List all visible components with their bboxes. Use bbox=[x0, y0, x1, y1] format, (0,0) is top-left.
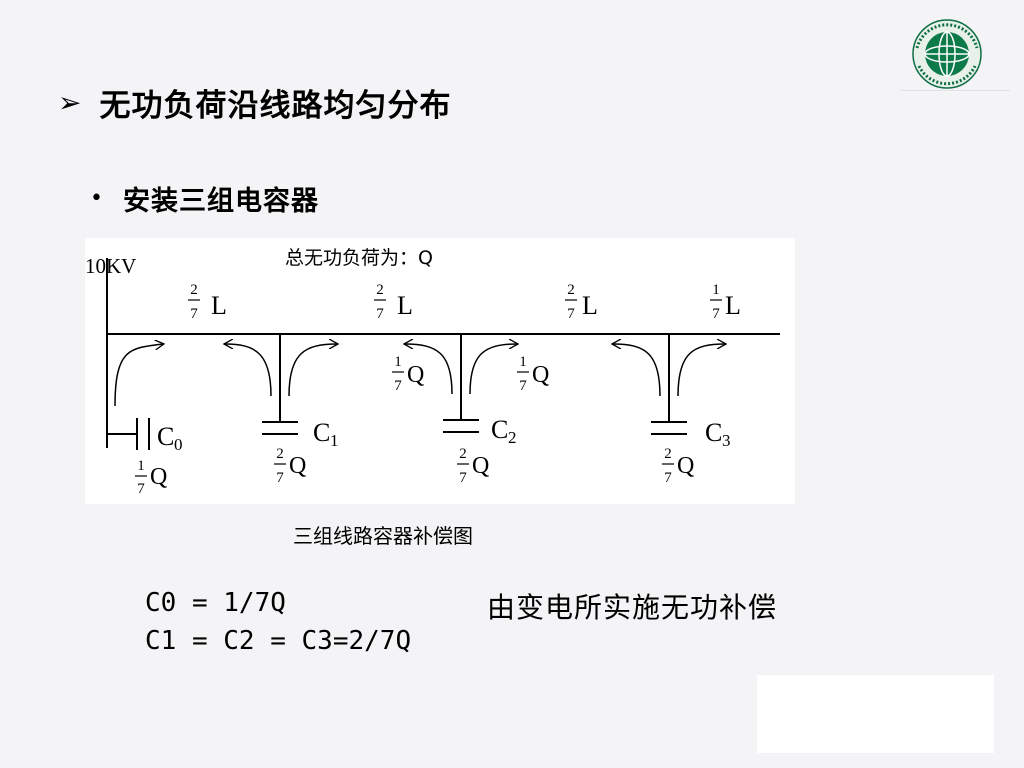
flow-arrow bbox=[677, 344, 725, 397]
svg-text:1: 1 bbox=[712, 282, 720, 298]
svg-text:L: L bbox=[582, 291, 598, 320]
capacitor-value: 2 7 Q bbox=[662, 446, 694, 486]
svg-text:7: 7 bbox=[190, 306, 198, 322]
svg-text:7: 7 bbox=[376, 306, 384, 322]
segment-label: 1 7 L bbox=[710, 282, 741, 322]
svg-text:C: C bbox=[491, 415, 508, 444]
diagram-caption: 三组线路容器补偿图 bbox=[293, 524, 473, 548]
svg-text:C: C bbox=[157, 422, 174, 451]
logo-divider bbox=[900, 90, 1010, 91]
flow-label: 1 7 Q bbox=[517, 354, 549, 394]
svg-text:Q: Q bbox=[472, 453, 489, 479]
capacitor-label: C 3 bbox=[705, 418, 731, 450]
svg-text:2: 2 bbox=[190, 282, 198, 298]
svg-text:Q: Q bbox=[407, 362, 424, 388]
svg-text:7: 7 bbox=[459, 470, 467, 486]
capacitor-label: C 2 bbox=[491, 415, 517, 447]
svg-text:Q: Q bbox=[677, 453, 694, 479]
bullet-dot-icon: • bbox=[90, 185, 103, 211]
svg-text:7: 7 bbox=[276, 470, 284, 486]
capacitor-compensation-diagram: 10KV 总无功负荷为：Q 2 7 L 2 7 L 2 7 L 1 7 L bbox=[85, 238, 795, 504]
capacitor-label: C 1 bbox=[313, 418, 339, 450]
formula-c0: C0 = 1/7Q bbox=[145, 588, 286, 618]
formula-c1-c3: C1 = C2 = C3=2/7Q bbox=[145, 626, 412, 656]
blank-box bbox=[757, 675, 994, 753]
svg-text:2: 2 bbox=[459, 446, 467, 462]
svg-text:1: 1 bbox=[137, 458, 145, 474]
svg-text:1: 1 bbox=[519, 354, 527, 370]
flow-arrow bbox=[225, 344, 272, 397]
state-grid-logo-icon bbox=[903, 18, 991, 90]
svg-text:C: C bbox=[313, 418, 330, 447]
segment-label: 2 7 L bbox=[374, 282, 413, 322]
svg-text:7: 7 bbox=[567, 306, 575, 322]
flow-arrow bbox=[114, 344, 163, 407]
capacitor-value: 2 7 Q bbox=[274, 446, 306, 486]
svg-text:L: L bbox=[725, 291, 741, 320]
segment-label: 2 7 L bbox=[565, 282, 598, 322]
svg-text:2: 2 bbox=[376, 282, 384, 298]
svg-text:1: 1 bbox=[330, 431, 339, 450]
svg-text:C: C bbox=[705, 418, 722, 447]
svg-text:Q: Q bbox=[289, 453, 306, 479]
svg-text:7: 7 bbox=[519, 378, 527, 394]
capacitor-label: C 0 bbox=[157, 422, 183, 454]
svg-text:Q: Q bbox=[532, 362, 549, 388]
voltage-label: 10KV bbox=[85, 254, 136, 278]
heading-text: 无功负荷沿线路均匀分布 bbox=[99, 87, 452, 124]
bullet-text: 安装三组电容器 bbox=[122, 185, 319, 217]
svg-text:Q: Q bbox=[150, 464, 167, 490]
flow-arrow bbox=[469, 344, 517, 395]
arrow-bullet-icon: ➢ bbox=[58, 85, 82, 119]
flow-label: 1 7 Q bbox=[392, 354, 424, 394]
flow-arrow bbox=[288, 344, 337, 397]
svg-text:L: L bbox=[397, 291, 413, 320]
svg-text:2: 2 bbox=[664, 446, 672, 462]
svg-text:2: 2 bbox=[276, 446, 284, 462]
svg-text:7: 7 bbox=[664, 470, 672, 486]
slide-heading: ➢ 无功负荷沿线路均匀分布 bbox=[58, 80, 451, 124]
svg-text:2: 2 bbox=[508, 428, 517, 447]
flow-arrow bbox=[613, 344, 661, 397]
svg-text:3: 3 bbox=[722, 431, 731, 450]
bullet-item: • 安装三组电容器 bbox=[90, 178, 319, 218]
flow-arrow bbox=[405, 344, 453, 395]
capacitor-value: 1 7 Q bbox=[135, 458, 167, 497]
svg-text:L: L bbox=[211, 291, 227, 320]
capacitor-value: 2 7 Q bbox=[457, 446, 489, 486]
svg-text:1: 1 bbox=[394, 354, 402, 370]
svg-text:7: 7 bbox=[137, 481, 145, 497]
compensation-note: 由变电所实施无功补偿 bbox=[487, 591, 778, 624]
svg-text:0: 0 bbox=[174, 435, 183, 454]
svg-text:7: 7 bbox=[394, 378, 402, 394]
segment-label: 2 7 L bbox=[188, 282, 227, 322]
svg-text:7: 7 bbox=[712, 306, 720, 322]
diagram-title: 总无功负荷为：Q bbox=[285, 247, 433, 269]
svg-text:2: 2 bbox=[567, 282, 575, 298]
